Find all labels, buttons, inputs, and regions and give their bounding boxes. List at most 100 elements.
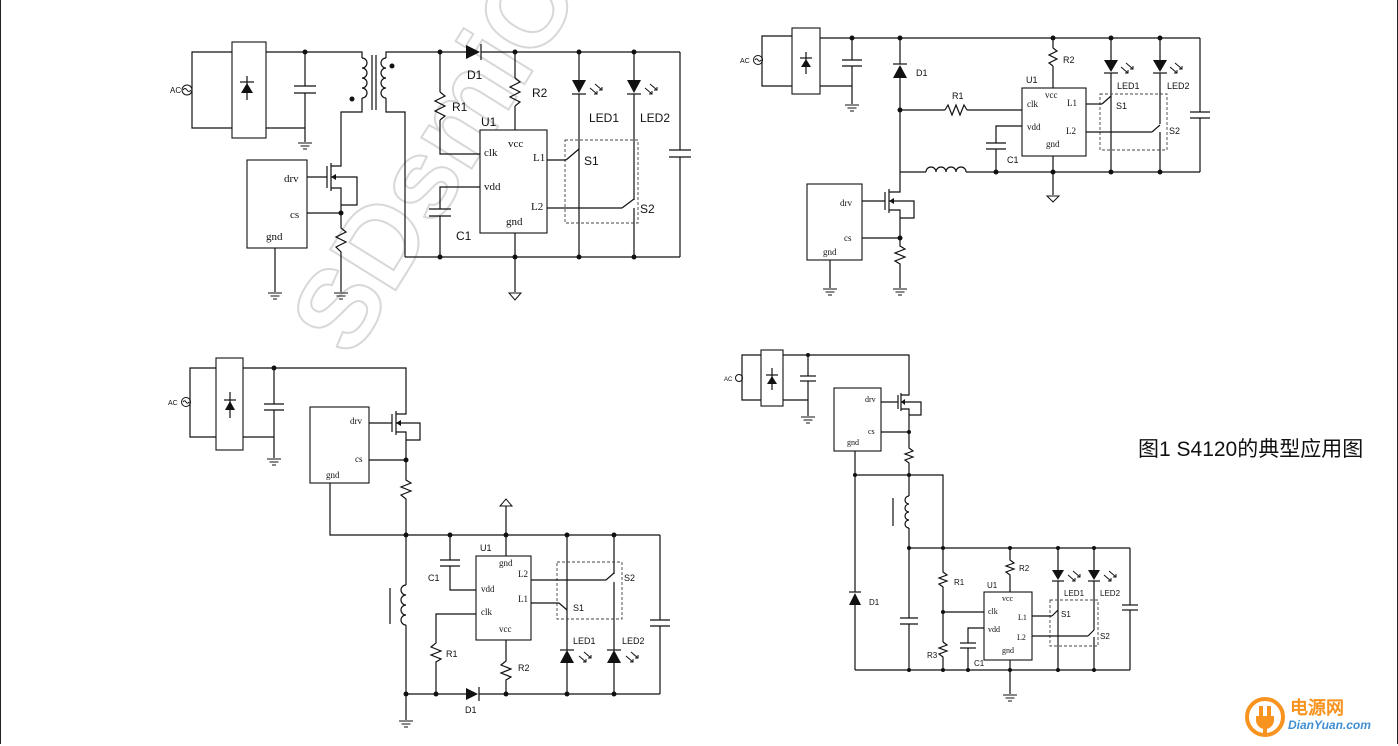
pin-gnd-ctrl-2: gnd [823, 247, 837, 257]
c1-label-2: C1 [1007, 155, 1019, 165]
logo-text-cn: 电源网 [1290, 698, 1344, 718]
led1-label-2: LED1 [1117, 81, 1140, 91]
r1-label-4: R1 [954, 578, 965, 587]
figure-caption: 图1 S4120的典型应用图 [1138, 438, 1364, 461]
r1-label-3: R1 [446, 649, 458, 659]
pin-gnd-2: gnd [1046, 139, 1060, 149]
s2-label: S2 [640, 202, 655, 216]
switch-s1 [565, 148, 580, 161]
watermark-text: SDsmiCo [266, 0, 636, 373]
resistor-r1 [433, 91, 447, 121]
circuit-2: AC D1 R1 R2 U1 [740, 27, 1210, 296]
switch-s1-2 [1101, 95, 1112, 105]
d1-label: D1 [467, 68, 483, 82]
switch-s2-2 [1151, 124, 1161, 133]
ac-label-2: AC [740, 58, 750, 65]
s2-label-2: S2 [1169, 126, 1180, 136]
pin-cs-2: cs [844, 233, 852, 243]
pin-gnd-ctrl: gnd [266, 231, 283, 243]
s1-label-2: S1 [1116, 101, 1127, 111]
diode-d1-2 [893, 65, 907, 78]
switch-box-3 [556, 561, 623, 620]
logo-text-en: DianYuan.com [1288, 718, 1371, 732]
r2-label: R2 [532, 86, 548, 100]
pin-vdd-4: vdd [988, 625, 1000, 634]
s1-label: S1 [584, 154, 599, 168]
resistor-r1-2 [944, 103, 968, 117]
diode-d1-4 [849, 593, 861, 605]
u1-label-2: U1 [1026, 75, 1038, 85]
pin-vcc-2: vcc [1045, 90, 1058, 100]
pin-drv: drv [284, 173, 299, 185]
led2-label-4: LED2 [1100, 589, 1121, 598]
led2-icon-4 [1088, 570, 1100, 580]
led2-icon [627, 80, 641, 93]
controller-ic-4 [833, 387, 882, 452]
ic-u1-3 [475, 555, 532, 641]
c1-label: C1 [456, 229, 472, 243]
r1-label: R1 [452, 100, 468, 114]
switch-box-4 [1049, 599, 1099, 647]
ac-label-4: AC [724, 377, 733, 383]
inductor-icon-2 [925, 166, 967, 173]
pin-l2-4: L2 [1017, 633, 1026, 642]
switch-s1-4 [1051, 609, 1059, 617]
controller-ic-2 [806, 183, 863, 261]
resistor-r2-2 [1047, 47, 1059, 67]
pin-l1-4: L1 [1018, 613, 1027, 622]
pin-drv-3: drv [350, 416, 362, 426]
s2-label-3: S2 [624, 573, 635, 583]
r2-label-4: R2 [1019, 564, 1030, 573]
switch-box-2 [1099, 93, 1168, 151]
d1-label-3: D1 [465, 705, 477, 715]
pin-clk-3: clk [481, 607, 492, 617]
led1-icon-3 [560, 650, 574, 663]
circuit-4: AC drv cs gnd [724, 349, 1138, 702]
d1-label-4: D1 [869, 598, 880, 607]
inductor-icon-3 [400, 584, 407, 626]
led1-label: LED1 [589, 111, 619, 125]
r2-label-3: R2 [518, 663, 530, 673]
resistor-r2 [508, 77, 522, 107]
r3-label-4: R3 [927, 651, 938, 660]
pin-l2-2: L2 [1066, 126, 1076, 136]
diode-d1-3 [466, 688, 478, 700]
d1-label-2: D1 [916, 68, 928, 78]
pin-l1-2: L1 [1067, 98, 1077, 108]
pin-vcc: vcc [508, 138, 523, 150]
pin-gnd-4: gnd [1002, 646, 1014, 655]
u1-label-4: U1 [987, 581, 998, 590]
led1-icon-4 [1052, 570, 1064, 580]
controller-ic-3 [309, 406, 370, 484]
pin-gnd-ctrl-3: gnd [326, 470, 340, 480]
pin-clk-2: clk [1027, 99, 1038, 109]
pin-cs-3: cs [355, 454, 363, 464]
transformer-secondary [380, 57, 387, 99]
inductor-icon-4 [904, 495, 910, 529]
switch-s1-3 [558, 602, 568, 611]
ground-icon [507, 292, 523, 301]
pin-l2: L2 [531, 201, 543, 213]
dianyuan-logo[interactable]: 电源网 DianYuan.com [1242, 694, 1392, 740]
pin-vcc-3: vcc [499, 624, 512, 634]
led2-label-2: LED2 [1167, 81, 1190, 91]
pin-drv-4: drv [865, 395, 876, 404]
pin-vcc-4: vcc [1002, 594, 1014, 603]
pin-cs-4: cs [868, 427, 875, 436]
led2-icon-3 [607, 650, 621, 663]
controller-ic [246, 159, 308, 249]
s1-label-4: S1 [1061, 610, 1071, 619]
r2-label-2: R2 [1063, 55, 1075, 65]
switch-s2-3 [605, 572, 615, 581]
pin-gnd: gnd [506, 216, 523, 228]
led1-label-3: LED1 [573, 636, 596, 646]
led1-icon [572, 80, 586, 93]
pin-l2-3: L2 [518, 569, 528, 579]
pin-cs: cs [290, 209, 299, 221]
diode-d1 [466, 45, 480, 59]
pin-l1-3: L1 [518, 594, 528, 604]
switch-s2-4 [1087, 629, 1095, 637]
ic-u1-2 [1021, 87, 1087, 157]
circuit-1: AC D1 [170, 41, 691, 301]
